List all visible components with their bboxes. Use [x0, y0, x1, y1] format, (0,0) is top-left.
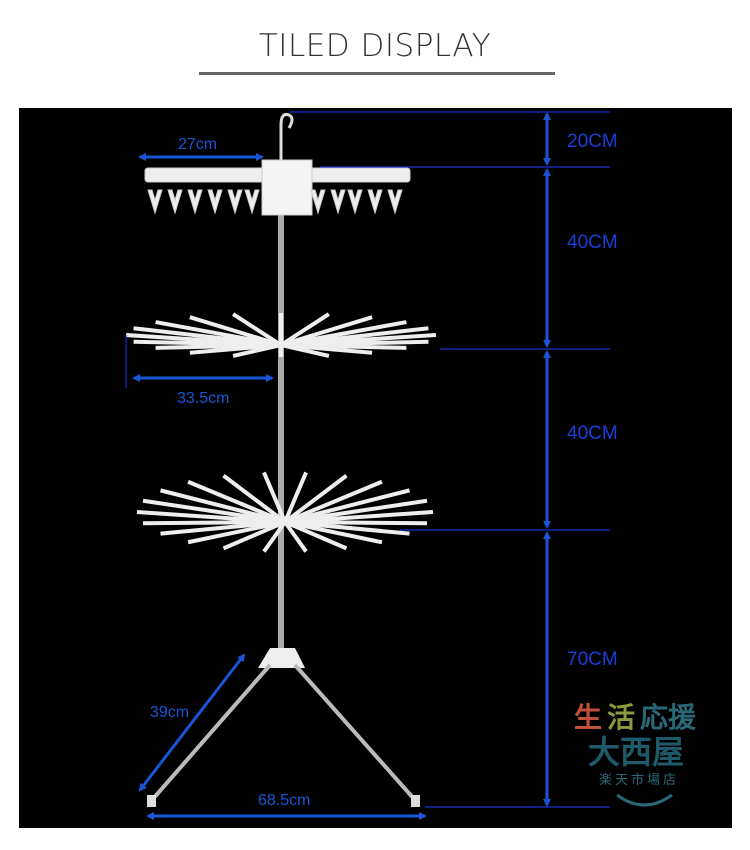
clothes-pin [347, 189, 363, 215]
clothes-pin [387, 189, 403, 215]
clothes-pin [167, 189, 183, 215]
clothes-pin [330, 189, 346, 215]
clothes-pin [227, 189, 243, 215]
rack-arm [284, 498, 428, 524]
clothes-pin [187, 189, 203, 215]
rack-arm [232, 312, 283, 347]
clothes-pin [367, 189, 383, 215]
logo-char-3: 応援 [640, 701, 697, 734]
rack-arm [284, 488, 410, 524]
clothes-pin [310, 189, 326, 215]
base-width-label: 68.5cm [258, 792, 310, 809]
page-title: TILED DISPLAY [258, 28, 492, 64]
store-logo: 生 活 応援 大西屋 楽天市場店 [574, 701, 697, 807]
height-label-1: 20CM [567, 131, 618, 152]
rack-arm [284, 520, 410, 536]
height-label-3: 40CM [567, 423, 618, 444]
lower-rack-tier [136, 471, 434, 553]
top-width-label: 27cm [178, 136, 217, 153]
logo-line-3: 楽天市場店 [599, 772, 679, 788]
height-label-2: 40CM [567, 232, 618, 253]
dimension-arrows [132, 112, 551, 820]
height-label-4: 70CM [567, 649, 618, 670]
title-underline [199, 72, 555, 75]
rack-arm [142, 498, 286, 524]
rack-arm [283, 471, 308, 523]
dimension-guides [125, 111, 610, 808]
middle-radius-label: 33.5cm [177, 390, 229, 407]
clothes-pin [147, 189, 163, 215]
rack-arm [187, 479, 286, 524]
rack-arm [160, 488, 286, 524]
clothes-pin [244, 189, 260, 215]
rack-arm [280, 343, 373, 355]
logo-line-2: 大西屋 [588, 733, 684, 771]
rack-arm [155, 320, 282, 347]
rack-pole [278, 113, 294, 660]
upper-rack-tier [125, 312, 437, 358]
rack-arm [280, 326, 429, 347]
rack-arm [222, 474, 287, 524]
logo-char-2: 活 [607, 701, 635, 734]
rack-arm [284, 520, 383, 545]
rack-arm [283, 474, 348, 524]
rack-arm [280, 343, 330, 358]
rack-arm [262, 471, 287, 523]
rack-arm [189, 315, 282, 347]
leg-length-label: 39cm [150, 704, 189, 721]
rack-arm [283, 520, 308, 553]
product-photo [19, 108, 732, 828]
rack-arm [284, 520, 348, 551]
rack-arm [262, 520, 287, 553]
logo-char-1: 生 [574, 701, 602, 734]
rack-arm [279, 312, 330, 347]
clip-hanger [144, 159, 411, 216]
rack-arm [222, 520, 286, 551]
rack-arm [284, 479, 383, 524]
clothes-pin [207, 189, 223, 215]
rack-arm [136, 510, 286, 524]
